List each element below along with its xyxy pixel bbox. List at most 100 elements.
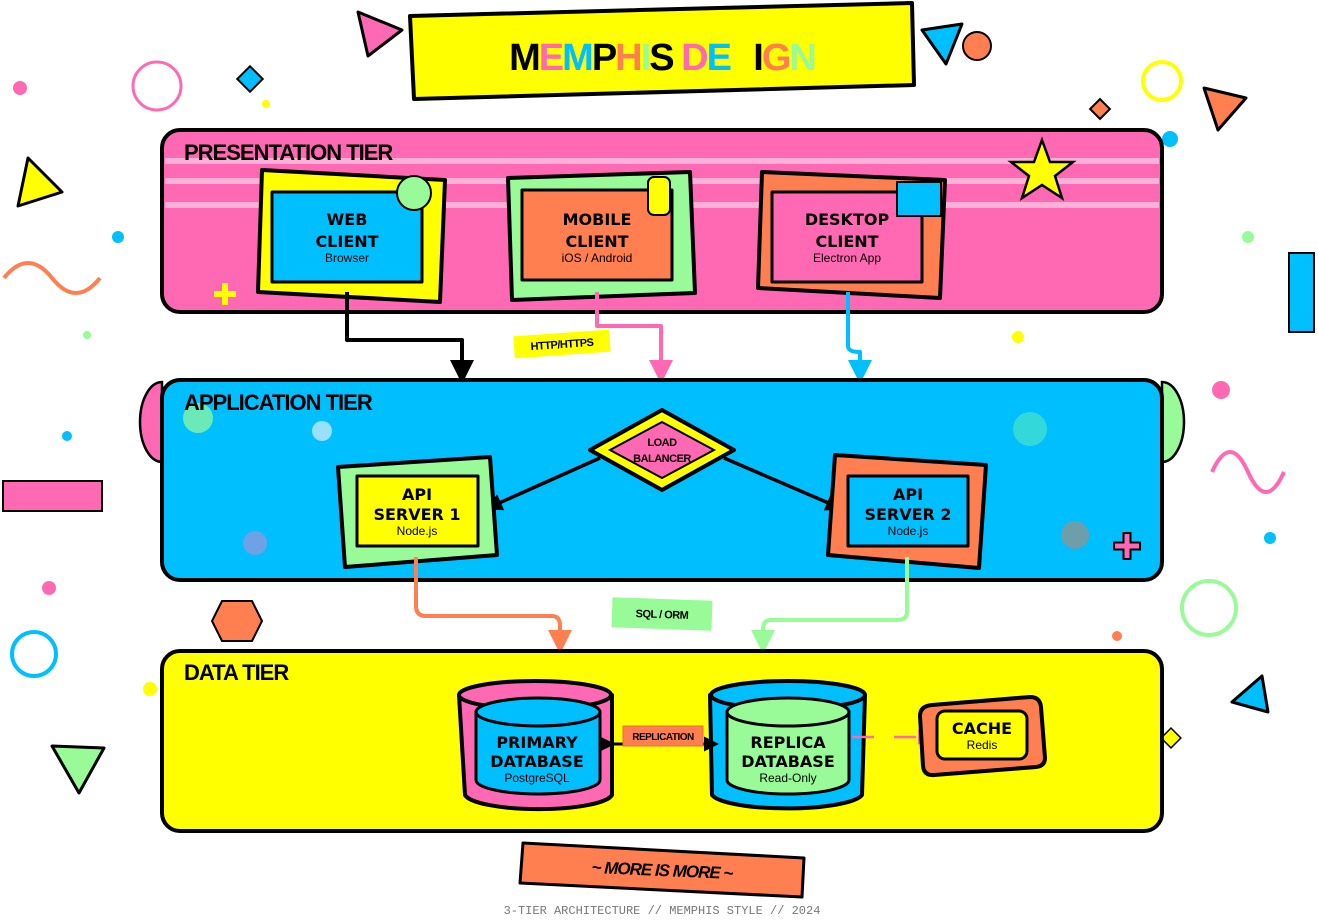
desktop-client-node[interactable]: DESKTOP CLIENT Electron App xyxy=(756,170,947,300)
diamond-decoration xyxy=(1088,97,1112,121)
dot-decoration xyxy=(262,100,270,108)
server2-to-db-arrow xyxy=(751,557,909,654)
title-letter: P xyxy=(592,37,617,79)
node-title: LOAD xyxy=(647,437,677,449)
server1-to-db-arrow xyxy=(414,557,572,654)
triangle-decoration xyxy=(356,10,404,58)
node-title: SERVER 2 xyxy=(864,505,951,524)
title-letter: M xyxy=(562,37,592,79)
node-title: CLIENT xyxy=(815,232,878,251)
node-subtitle: Read-Only xyxy=(759,771,816,785)
tier-label: DATA TIER xyxy=(184,660,289,685)
node-title: DATABASE xyxy=(741,752,835,771)
node-subtitle: Browser xyxy=(325,251,369,265)
http-label-text: HTTP/HTTPS xyxy=(530,337,594,353)
node-subtitle: Redis xyxy=(967,738,998,752)
node-subtitle: iOS / Android xyxy=(562,251,633,265)
title-letter: G xyxy=(762,37,790,79)
node-title: DATABASE xyxy=(490,752,584,771)
title-letter: H xyxy=(615,37,640,79)
tier-label: APPLICATION TIER xyxy=(184,390,373,415)
dot-decoration xyxy=(143,682,157,696)
title-letter: S xyxy=(649,37,673,79)
application-tier: APPLICATION TIER LOAD BALANCER API SERVE… xyxy=(138,378,1186,582)
lb-to-server2-arrow xyxy=(723,456,844,511)
node-title: CLIENT xyxy=(315,232,378,251)
title-letter: E xyxy=(707,37,731,79)
node-title: REPLICA xyxy=(750,733,826,752)
squiggle-decoration xyxy=(2,261,102,295)
dot-decoration xyxy=(13,81,27,95)
node-title: WEB xyxy=(327,210,368,229)
dot-decoration xyxy=(42,581,56,595)
triangle-decoration xyxy=(1202,86,1248,132)
node-title: MOBILE xyxy=(563,210,632,229)
node-title: SERVER 1 xyxy=(373,505,460,524)
title-banner: MEMPHIS DESIGN xyxy=(408,1,916,101)
primary-database-node[interactable]: PRIMARY DATABASE PostgreSQL xyxy=(457,679,614,812)
dot-decoration xyxy=(1162,131,1178,147)
node-title: CACHE xyxy=(952,719,1012,738)
ring-decoration xyxy=(10,630,58,678)
load-balancer-node[interactable]: LOAD BALANCER xyxy=(588,408,736,492)
title-letter: N xyxy=(789,37,814,79)
node-subtitle: Electron App xyxy=(813,251,881,265)
lb-to-server1-arrow xyxy=(484,456,601,511)
title-letter: S xyxy=(730,37,754,79)
title-letter: M xyxy=(509,37,539,79)
api-server-2-node[interactable]: API SERVER 2 Node.js xyxy=(826,453,988,570)
node-title: BALANCER xyxy=(633,453,691,465)
footer-caption: 3-TIER ARCHITECTURE // MEMPHIS STYLE // … xyxy=(504,904,821,918)
title-letter: I xyxy=(753,37,762,79)
replication-label-text: REPLICATION xyxy=(632,732,694,743)
http-label: HTTP/HTTPS xyxy=(513,329,611,359)
replication-label: REPLICATION xyxy=(622,725,704,747)
ring-decoration xyxy=(1180,579,1238,637)
sql-label: SQL / ORM xyxy=(611,597,713,631)
more-is-more-banner: ~ MORE IS MORE ~ xyxy=(518,841,806,899)
squiggle-decoration xyxy=(1210,450,1286,494)
node-title: DESKTOP xyxy=(805,210,890,229)
triangle-decoration xyxy=(1230,674,1270,714)
circle-decoration xyxy=(962,31,992,61)
tier-label: PRESENTATION TIER xyxy=(184,140,393,165)
title-letter: E xyxy=(539,37,563,79)
diamond-decoration xyxy=(1160,727,1182,749)
node-title: CLIENT xyxy=(565,232,628,251)
mobile-to-app-arrow xyxy=(595,292,673,384)
hexagon-decoration xyxy=(210,600,264,642)
title-letter xyxy=(673,37,682,79)
node-title: API xyxy=(893,485,923,504)
bar-decoration xyxy=(1288,252,1315,333)
plus-decoration xyxy=(214,283,236,305)
dot-decoration xyxy=(1242,231,1254,243)
title-letter: I xyxy=(641,37,650,79)
diagram-title: MEMPHIS DESIGN xyxy=(509,37,815,79)
presentation-tier: PRESENTATION TIER WEB CLIENT Browser MOB… xyxy=(160,128,1164,314)
node-title: API xyxy=(402,485,432,504)
triangle-decoration xyxy=(16,156,64,208)
node-subtitle: Node.js xyxy=(397,524,438,538)
node-subtitle: PostgreSQL xyxy=(504,771,570,785)
data-tier: DATA TIER PRIMARY DATABASE PostgreSQL RE… xyxy=(160,649,1164,833)
api-server-1-node[interactable]: API SERVER 1 Node.js xyxy=(336,455,499,569)
triangle-decoration xyxy=(920,22,964,66)
title-letter: D xyxy=(681,37,707,79)
sql-label-text: SQL / ORM xyxy=(635,608,688,622)
cache-node[interactable]: CACHE Redis xyxy=(918,695,1047,778)
dot-decoration xyxy=(1212,381,1230,399)
ring-decoration xyxy=(1141,60,1183,102)
dot-decoration xyxy=(1264,532,1276,544)
ring-decoration xyxy=(131,60,183,112)
dot-decoration xyxy=(1112,631,1122,641)
mobile-client-node[interactable]: MOBILE CLIENT iOS / Android xyxy=(506,170,697,302)
triangle-decoration xyxy=(50,744,106,795)
bar-decoration xyxy=(2,480,103,512)
replica-database-node[interactable]: REPLICA DATABASE Read-Only xyxy=(708,679,867,811)
dot-decoration xyxy=(62,431,72,441)
node-subtitle: Node.js xyxy=(888,524,929,538)
star-decoration xyxy=(1007,136,1077,201)
web-client-node[interactable]: WEB CLIENT Browser xyxy=(256,168,447,304)
dot-decoration xyxy=(1012,331,1024,343)
